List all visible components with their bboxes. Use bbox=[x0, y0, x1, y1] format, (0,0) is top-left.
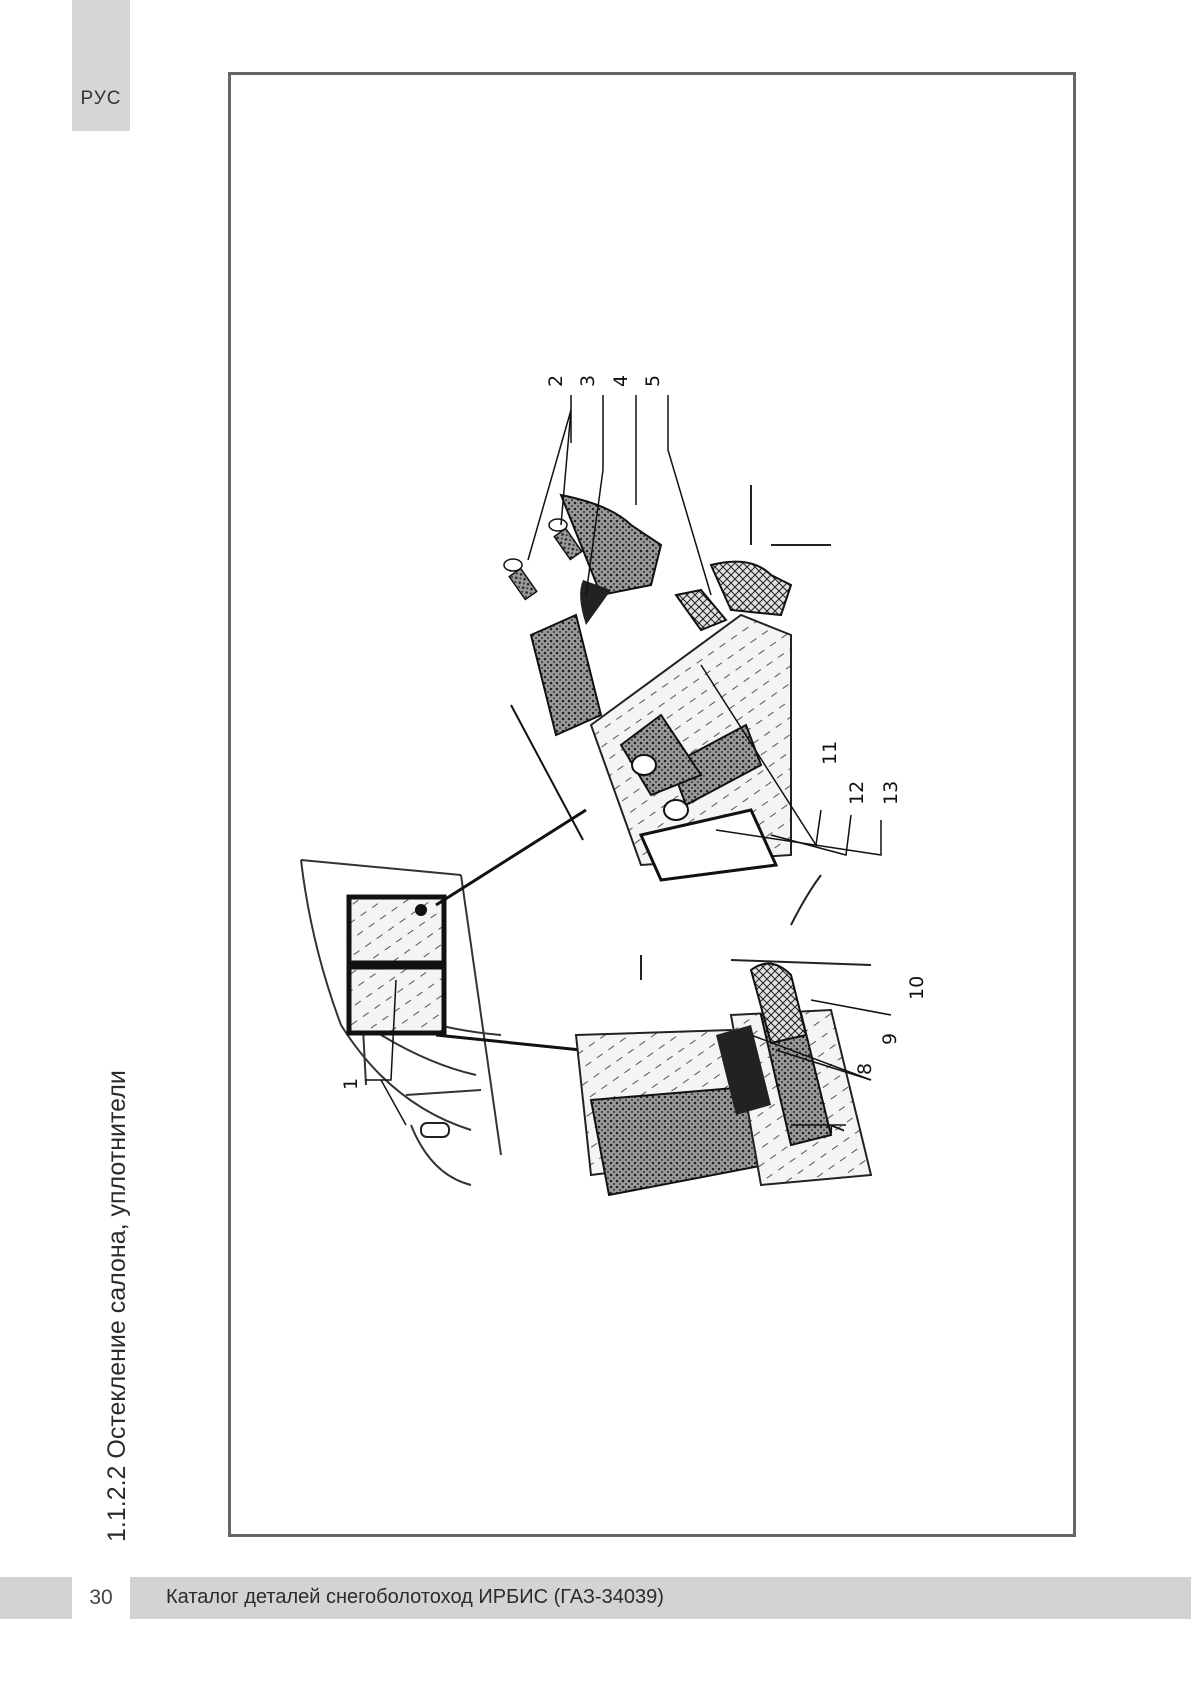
callout-number: 1 bbox=[340, 1078, 362, 1090]
callout-number: 7 bbox=[827, 1123, 849, 1135]
callout-number: 4 bbox=[610, 375, 632, 387]
diagram-frame: 1 2 3 4 5 7 8 9 10 11 12 13 bbox=[228, 72, 1076, 1537]
side-window-upper bbox=[346, 894, 447, 966]
window-seal-detail bbox=[574, 874, 873, 1197]
language-tab: РУС bbox=[72, 0, 130, 131]
callout-number: 5 bbox=[642, 375, 664, 387]
language-label: РУС bbox=[80, 88, 122, 109]
callout-number: 13 bbox=[880, 781, 902, 805]
bolt bbox=[503, 558, 538, 601]
window-latch-marker bbox=[415, 904, 427, 916]
section-title: 1.1.2.2 Остекление салона, уплотнители bbox=[103, 1070, 131, 1542]
bolt bbox=[548, 518, 583, 561]
footer-bar bbox=[0, 1577, 1191, 1619]
callout-leaders bbox=[365, 395, 892, 1126]
mirror bbox=[420, 1122, 450, 1138]
callout-number: 12 bbox=[846, 781, 868, 805]
callout-number: 3 bbox=[577, 375, 599, 387]
callout-number: 11 bbox=[819, 741, 841, 765]
callout-number: 8 bbox=[854, 1063, 876, 1075]
callout-number: 2 bbox=[545, 375, 567, 387]
footer-title: Каталог деталей снегоболотоход ИРБИС (ГА… bbox=[166, 1586, 664, 1608]
page-number: 30 bbox=[72, 1569, 130, 1627]
latch-components-detail bbox=[529, 485, 831, 882]
callout-number: 9 bbox=[879, 1033, 901, 1045]
callout-number: 10 bbox=[906, 976, 928, 1000]
side-window-lower bbox=[346, 964, 447, 1036]
parts-diagram: 1 2 3 4 5 7 8 9 10 11 12 13 bbox=[300, 375, 928, 1197]
connector-lines bbox=[435, 704, 587, 1052]
